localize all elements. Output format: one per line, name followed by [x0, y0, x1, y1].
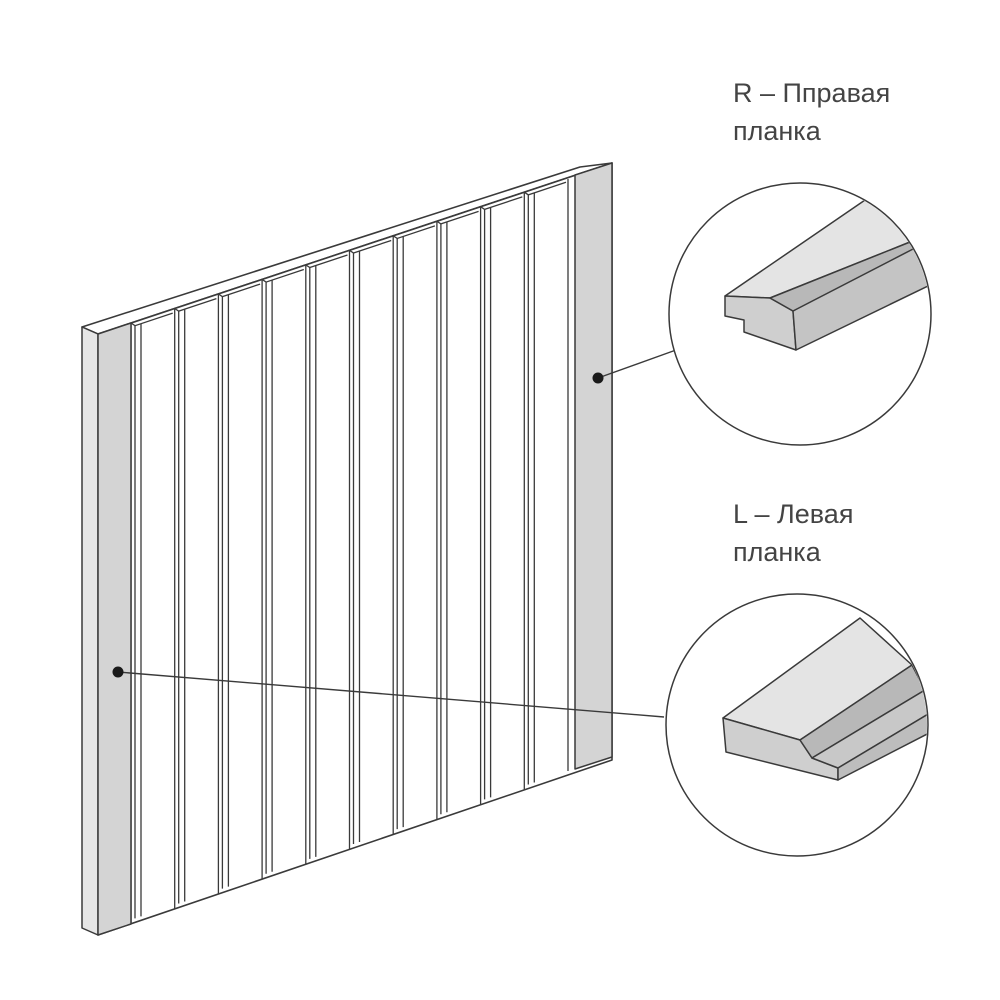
panel-slat: [523, 181, 567, 790]
leader-dot-right: [592, 372, 604, 384]
panel-slat: [174, 297, 217, 909]
callout-left-line2: планка: [733, 537, 821, 567]
callout-right-line2: планка: [733, 116, 821, 146]
panel-slat: [392, 225, 436, 835]
callout-right-line1: R – Пправая: [733, 78, 891, 108]
left-strip: [81, 326, 99, 936]
leader-dot-left: [112, 666, 124, 678]
left-strip-profile: [722, 617, 927, 781]
panel-slat: [261, 268, 305, 880]
leader-line-left: [117, 671, 665, 718]
callout-right-strip: R – Пправая планка: [733, 74, 890, 150]
panel-slat: [348, 239, 392, 850]
detail-circle-left: [665, 593, 929, 857]
leader-line-right: [597, 349, 677, 379]
left-strip-face: [97, 322, 132, 936]
callout-left-line1: L – Левая: [733, 499, 854, 529]
panel-slat: [217, 283, 261, 895]
panel-slat: [436, 210, 479, 820]
callout-left-strip: L – Левая планка: [733, 495, 853, 571]
right-strip: [574, 162, 613, 770]
panel-slat: [479, 196, 523, 805]
detail-circle-right: [668, 182, 932, 446]
panel-slat: [305, 254, 348, 865]
right-strip-profile: [724, 197, 930, 351]
